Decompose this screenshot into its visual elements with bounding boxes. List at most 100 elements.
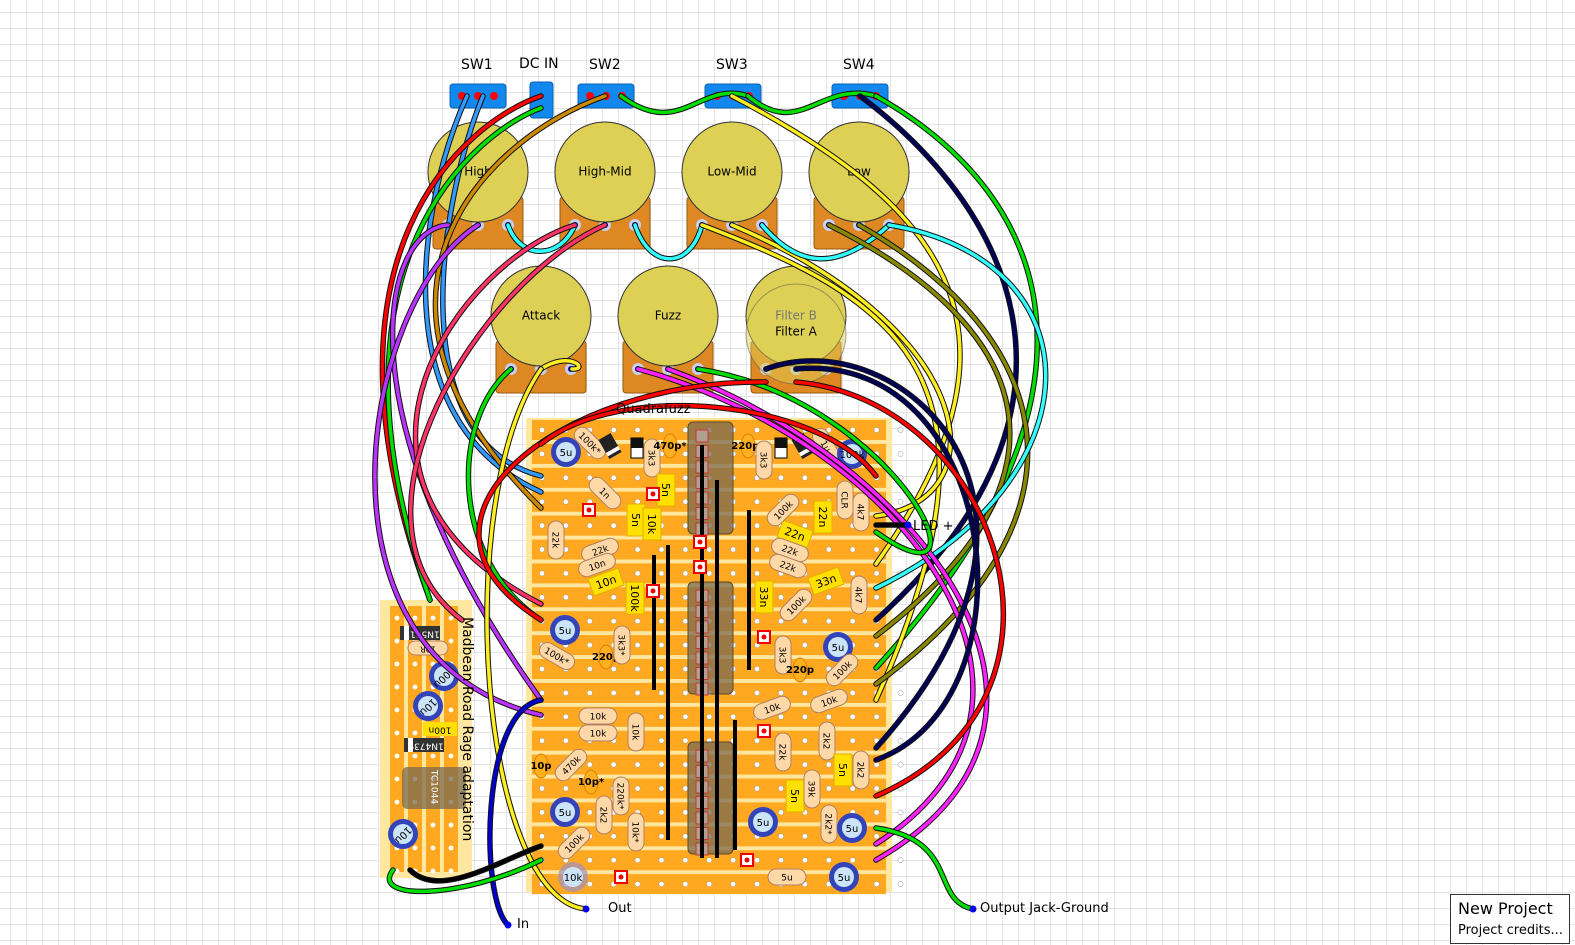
film-5n[interactable]: 5n — [626, 503, 646, 537]
wire-green[interactable] — [746, 91, 878, 115]
pot-low[interactable]: Low — [808, 121, 910, 250]
electrolytic-10u[interactable]: 10u — [388, 819, 418, 849]
film-1n[interactable]: 1n — [586, 474, 624, 512]
resistor-10k[interactable]: 10k — [578, 707, 618, 725]
film-33n[interactable]: 33n — [807, 566, 845, 596]
capacitor-220p[interactable]: 220p — [786, 657, 814, 683]
electrolytic-5u[interactable]: 5u — [767, 868, 807, 886]
wire-black[interactable] — [408, 844, 543, 883]
resistor-4k7[interactable]: 4k7 — [850, 575, 868, 615]
resistor-3k3[interactable]: 3k3 — [643, 438, 661, 478]
wire-yellow[interactable] — [700, 223, 942, 702]
pot-knob[interactable] — [681, 121, 783, 223]
electrolytic-5u[interactable]: 5u — [823, 632, 853, 662]
project-credits-box[interactable]: New Project Project credits... — [1450, 894, 1570, 944]
film-33n[interactable]: 33n — [754, 580, 774, 614]
wire-endpoint[interactable] — [969, 905, 977, 913]
resistor-2k2[interactable]: 2k2 — [852, 750, 870, 790]
resistor-2k2[interactable]: 2k2 — [818, 721, 836, 761]
wire-cyan[interactable] — [760, 223, 891, 261]
pot-knob[interactable] — [554, 121, 656, 223]
capacitor-10p-star[interactable]: 10p* — [578, 769, 605, 795]
resistor-2k2-star[interactable]: 2k2* — [820, 804, 838, 844]
pot-fuzz[interactable]: Fuzz — [617, 265, 719, 394]
wire-red[interactable] — [477, 380, 768, 622]
wire-blue[interactable] — [488, 698, 543, 927]
wire-pink[interactable] — [413, 223, 577, 606]
diode-ED[interactable] — [774, 437, 788, 459]
wire-yellow[interactable] — [539, 359, 581, 371]
wire-navy[interactable] — [858, 94, 1018, 622]
wire-purple[interactable] — [373, 223, 543, 717]
wire-green[interactable] — [696, 367, 932, 555]
wire-yellow[interactable] — [730, 223, 953, 518]
resistor-22k[interactable]: 22k — [774, 732, 792, 772]
wire-red[interactable] — [539, 403, 878, 478]
resistor-10k-star[interactable]: 10k* — [627, 812, 645, 852]
film-10n[interactable]: 10n — [576, 551, 617, 579]
wire-green[interactable] — [466, 367, 543, 622]
resistor-10k[interactable]: 10k — [808, 687, 849, 715]
resistor-10k[interactable]: 10k — [751, 694, 792, 722]
resistor-10k[interactable]: 10k — [578, 724, 618, 742]
ic-chip[interactable] — [687, 581, 734, 695]
wire-olive[interactable] — [827, 223, 1012, 638]
electrolytic-5u[interactable]: 5u — [829, 862, 859, 892]
electrolytic-5u[interactable]: 5u — [550, 615, 580, 645]
resistor-3k3-star[interactable]: 3k3* — [613, 625, 631, 665]
resistor-10k[interactable]: 10k — [627, 712, 645, 752]
ic-tc1044[interactable]: TC1044 — [402, 767, 466, 809]
wire-pink[interactable] — [408, 223, 607, 622]
resistor-3k3[interactable]: 3k3 — [755, 440, 773, 480]
wire-cyan[interactable] — [506, 223, 577, 253]
capacitor-220p-star[interactable]: 220p* — [731, 433, 765, 459]
wire-cyan[interactable] — [633, 223, 704, 261]
capacitor-220p[interactable]: 220p — [592, 644, 620, 670]
resistor-220k-star[interactable]: 220k* — [612, 776, 630, 816]
electrolytic-10u[interactable]: 10u — [413, 691, 443, 721]
wire-endpoint[interactable] — [904, 521, 912, 529]
capacitor-10p[interactable]: 10p — [530, 753, 552, 779]
electrolytic-5u[interactable]: 5u — [550, 797, 580, 827]
resistor-CLR[interactable]: CLR — [836, 480, 854, 520]
resistor-100k[interactable]: 100k — [625, 581, 645, 615]
film-100n[interactable]: 100n — [423, 722, 457, 736]
wire-orange[interactable] — [433, 94, 607, 510]
film-10n[interactable]: 10n — [587, 567, 625, 597]
wire-yellow[interactable] — [485, 367, 588, 911]
wire-yellow[interactable] — [730, 94, 962, 566]
resistor-10k[interactable]: 10k — [642, 507, 662, 541]
resistor-2k2[interactable]: 2k2 — [595, 795, 613, 835]
ic-chip[interactable] — [687, 741, 734, 855]
electrolytic-5u[interactable]: 5u — [837, 813, 867, 843]
resistor-22k[interactable]: 22k — [547, 520, 565, 560]
wire-cyan[interactable] — [874, 223, 1048, 590]
wire-green[interactable] — [387, 858, 543, 894]
electrolytic-5u[interactable]: 5u — [748, 807, 778, 837]
transistor-E[interactable] — [630, 437, 644, 459]
wire-red[interactable] — [794, 380, 1006, 798]
electrolytic-5u[interactable]: 5u — [551, 437, 581, 467]
pot-knob[interactable] — [617, 265, 719, 367]
resistor-22k[interactable]: 22k — [767, 552, 808, 580]
film-22n[interactable]: 22n — [813, 500, 833, 534]
resistor-3k3[interactable]: 3k3 — [774, 635, 792, 675]
resistor-39k[interactable]: 39k — [803, 769, 821, 809]
diode-ED[interactable] — [598, 432, 622, 460]
wire-navy[interactable] — [764, 359, 979, 750]
pot-attack[interactable]: Attack — [490, 265, 592, 394]
capacitor-470p-star[interactable]: 470p* — [653, 433, 687, 459]
ic-chip[interactable] — [687, 421, 734, 535]
resistor-4k7[interactable]: 4k7 — [852, 492, 870, 532]
wire-green[interactable] — [386, 106, 543, 602]
wire-endpoint[interactable] — [504, 921, 512, 929]
film-5n[interactable]: 5n — [833, 753, 853, 787]
wire-red[interactable] — [380, 94, 543, 602]
wire-skyblue[interactable] — [423, 94, 543, 494]
diode-1n4739[interactable]: 1N4739 — [404, 738, 444, 752]
film-5n[interactable]: 5n — [785, 779, 805, 813]
wire-endpoint[interactable] — [582, 905, 590, 913]
resistor-10k[interactable]: 10k — [558, 862, 588, 892]
wire-navy[interactable] — [794, 366, 980, 762]
